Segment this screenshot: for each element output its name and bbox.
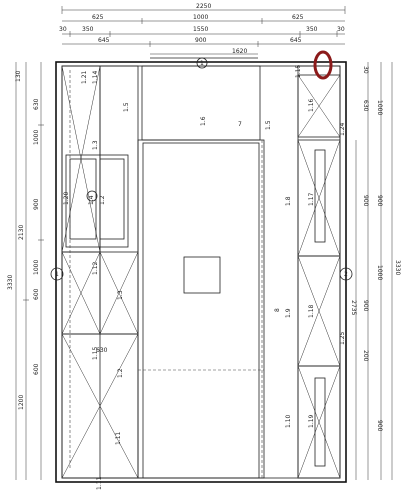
dim-right-900: 900 [362, 195, 369, 207]
dim-top-r3-a: 30 [59, 26, 67, 33]
dim-right-total: 3330 [394, 260, 401, 275]
dim-top-r3-e: 30 [337, 26, 345, 33]
label-1-12: 1.12 [92, 261, 99, 275]
label-1-5: 1.5 [123, 102, 130, 112]
dim-top-r2-c: 625 [292, 14, 304, 21]
dim-left-mid-2: 900 [33, 198, 40, 210]
marker-top: 1 [200, 60, 204, 67]
dim-top-r3-c: 1550 [193, 26, 208, 33]
right-counter [261, 65, 341, 479]
label-1-6: 1.6 [200, 116, 207, 126]
label-630: 630 [96, 347, 108, 354]
dim-right-630: 630 [362, 100, 369, 112]
label-1-19: 1.19 [308, 414, 315, 428]
dim-top-r2-a: 625 [92, 14, 104, 21]
label-1-14: 1.14 [92, 70, 99, 84]
dim-right-2735: 2735 [350, 300, 357, 315]
label-1-17: 1.17 [308, 192, 315, 206]
highlight-ellipse [313, 50, 333, 80]
label-1-11a: 1.11 [115, 431, 122, 445]
dim-left-mid-3: 1000 [33, 260, 40, 275]
label-1-11b: 1.11 [96, 476, 103, 490]
top-unit [141, 57, 261, 141]
inner-area [137, 139, 265, 479]
label-1-16: 1.16 [308, 98, 315, 112]
label-1-21: 1.21 [81, 70, 88, 84]
item-labels: 1.21 1.14 1.5 1.3 1.20 1.4 1.2 1.12 1.3 … [63, 64, 346, 490]
dim-top-r4-a: 645 [98, 37, 110, 44]
dim-left-total: 3330 [7, 275, 14, 290]
label-1-10: 1.10 [285, 414, 292, 428]
dim-left-inner-600a: 600 [33, 288, 40, 300]
dim-right-900b: 900 [376, 420, 383, 432]
dim-top-r5: 1620 [232, 48, 247, 55]
marker-right-circle [339, 267, 353, 281]
label-8: 8 [274, 308, 281, 312]
dim-top-r2-b: 1000 [193, 14, 208, 21]
dim-left-1200: 1200 [18, 395, 25, 410]
dim-left-mid-1: 1000 [33, 130, 40, 145]
top-dimensions: 2250 625 1000 625 30 350 1550 350 30 645… [59, 3, 346, 55]
label-1-3b: 1.3 [117, 290, 124, 300]
label-1-4: 1.4 [88, 195, 95, 205]
dim-left-inner-600b: 600 [33, 363, 40, 375]
marker-left: 1 [55, 271, 59, 278]
dim-top-r4-c: 645 [290, 37, 302, 44]
dim-right-900a: 900 [362, 300, 369, 312]
dim-top-r3-d: 350 [306, 26, 318, 33]
section-markers: 1 1 2 [50, 50, 353, 281]
label-1-3: 1.3 [92, 140, 99, 150]
dim-left-inner-630: 630 [33, 98, 40, 110]
label-1-25: 1.25 [339, 331, 346, 345]
label-1-9: 1.9 [285, 308, 292, 318]
label-1-5b: 1.5 [265, 120, 272, 130]
label-1-20: 1.20 [63, 191, 70, 205]
label-1-2: 1.2 [99, 195, 106, 205]
label-1-8: 1.8 [285, 196, 292, 206]
label-1-15c: 1.15 [295, 64, 302, 78]
dim-left-2130: 2130 [18, 225, 25, 240]
dim-top-r3-b: 350 [82, 26, 94, 33]
label-1-2b: 1.2 [117, 368, 124, 378]
dim-right-30: 30 [362, 66, 369, 74]
left-counter [61, 65, 139, 479]
left-dimensions: 3330 2130 1200 1000 900 1000 630 600 600… [7, 62, 44, 480]
dim-right-200: 200 [362, 350, 369, 362]
marker-left-circle [50, 267, 64, 281]
dim-right-mid-2: 900 [376, 195, 383, 207]
marker-right: 2 [344, 271, 348, 278]
dim-top-total: 2250 [196, 3, 211, 10]
right-dimensions: 3330 1000 900 1000 30 630 900 200 900 90… [350, 62, 401, 480]
label-1-18: 1.18 [308, 304, 315, 318]
dim-left-130: 130 [15, 70, 22, 82]
dim-right-mid-3: 1000 [376, 265, 383, 280]
label-1-24: 1.24 [339, 122, 346, 136]
label-1-15a: 1.15 [92, 346, 99, 360]
label-7: 7 [238, 121, 242, 128]
dim-right-mid-1: 1000 [376, 100, 383, 115]
dim-top-r4-b: 900 [195, 37, 207, 44]
